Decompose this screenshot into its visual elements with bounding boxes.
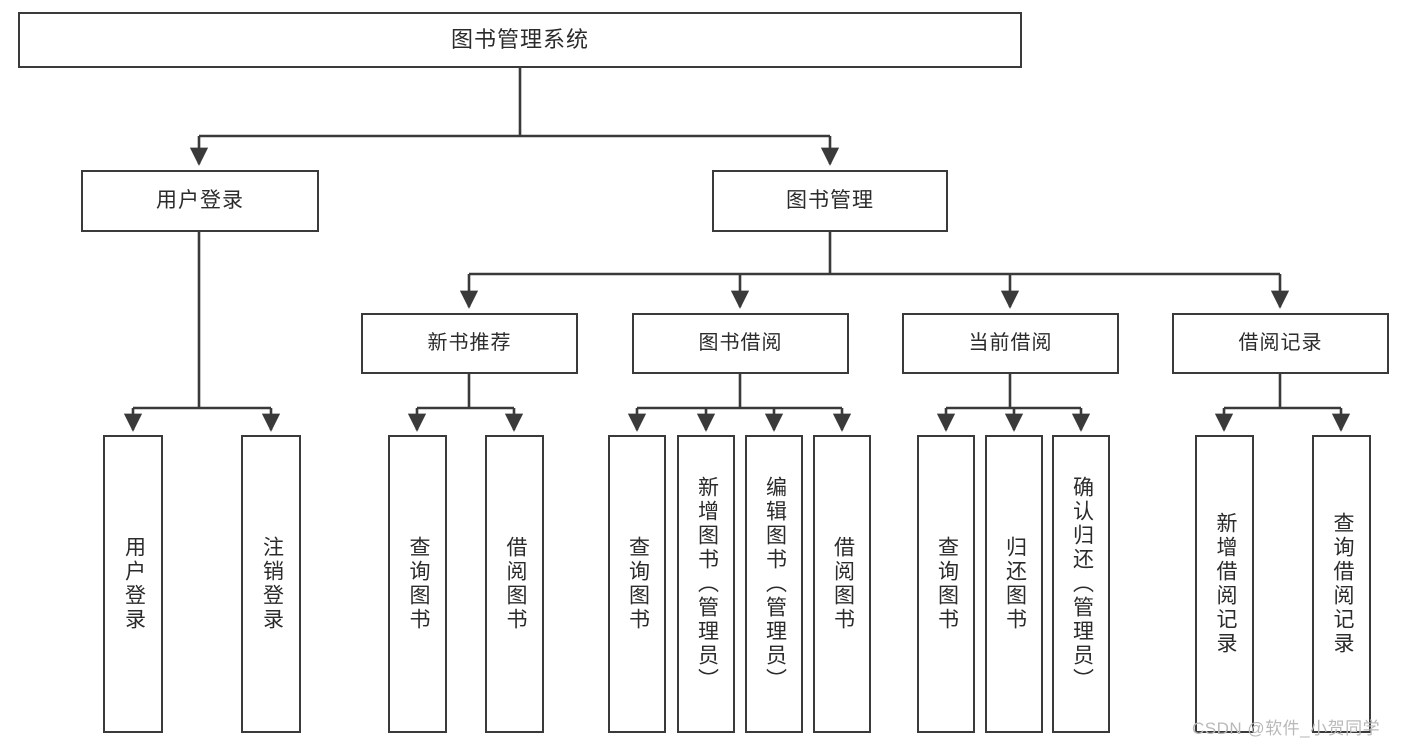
- leaf-user-logout-label: 注销登录: [260, 536, 284, 632]
- leaf-return-book-label: 归还图书: [1003, 536, 1027, 632]
- leaf-query-book-current-label: 查询图书: [935, 536, 959, 632]
- node-new-book-recommend[interactable]: 新书推荐: [361, 313, 578, 374]
- node-book-manage-label: 图书管理: [786, 188, 874, 212]
- leaf-borrow-book-recommend-label: 借阅图书: [503, 536, 527, 632]
- leaf-confirm-return[interactable]: 确认归还（管理员）: [1052, 435, 1110, 733]
- leaf-query-book-recommend-label: 查询图书: [406, 536, 430, 632]
- leaf-borrow-book-recommend[interactable]: 借阅图书: [485, 435, 544, 733]
- leaf-add-borrow-record[interactable]: 新增借阅记录: [1195, 435, 1254, 733]
- node-book-manage[interactable]: 图书管理: [712, 170, 948, 232]
- node-root-label: 图书管理系统: [450, 27, 589, 53]
- leaf-query-book-borrow[interactable]: 查询图书: [608, 435, 666, 733]
- leaf-add-book[interactable]: 新增图书（管理员）: [677, 435, 735, 733]
- leaf-query-borrow-record[interactable]: 查询借阅记录: [1312, 435, 1371, 733]
- leaf-query-book-current[interactable]: 查询图书: [917, 435, 975, 733]
- node-root[interactable]: 图书管理系统: [18, 12, 1022, 68]
- leaf-user-logout[interactable]: 注销登录: [241, 435, 301, 733]
- leaf-confirm-return-label: 确认归还（管理员）: [1070, 476, 1094, 692]
- leaf-query-borrow-record-label: 查询借阅记录: [1330, 512, 1354, 656]
- leaf-borrow-book-label: 借阅图书: [831, 536, 855, 632]
- node-user-login[interactable]: 用户登录: [81, 170, 319, 232]
- node-user-login-label: 用户登录: [156, 188, 244, 212]
- node-book-borrow[interactable]: 图书借阅: [632, 313, 849, 374]
- leaf-return-book[interactable]: 归还图书: [985, 435, 1043, 733]
- leaf-add-borrow-record-label: 新增借阅记录: [1213, 512, 1237, 656]
- csdn-watermark: CSDN @软件_小贺同学: [1192, 719, 1381, 738]
- node-current-borrow-label: 当前借阅: [968, 332, 1053, 354]
- node-new-book-recommend-label: 新书推荐: [427, 332, 512, 354]
- leaf-user-login-label: 用户登录: [122, 536, 146, 632]
- node-book-borrow-label: 图书借阅: [698, 332, 783, 354]
- node-borrow-record[interactable]: 借阅记录: [1172, 313, 1389, 374]
- leaf-edit-book-label: 编辑图书（管理员）: [763, 476, 787, 692]
- leaf-user-login[interactable]: 用户登录: [103, 435, 163, 733]
- leaf-edit-book[interactable]: 编辑图书（管理员）: [745, 435, 803, 733]
- leaf-borrow-book[interactable]: 借阅图书: [813, 435, 871, 733]
- leaf-query-book-borrow-label: 查询图书: [626, 536, 650, 632]
- leaf-query-book-recommend[interactable]: 查询图书: [388, 435, 447, 733]
- node-borrow-record-label: 借阅记录: [1238, 332, 1323, 354]
- leaf-add-book-label: 新增图书（管理员）: [695, 476, 719, 692]
- node-current-borrow[interactable]: 当前借阅: [902, 313, 1119, 374]
